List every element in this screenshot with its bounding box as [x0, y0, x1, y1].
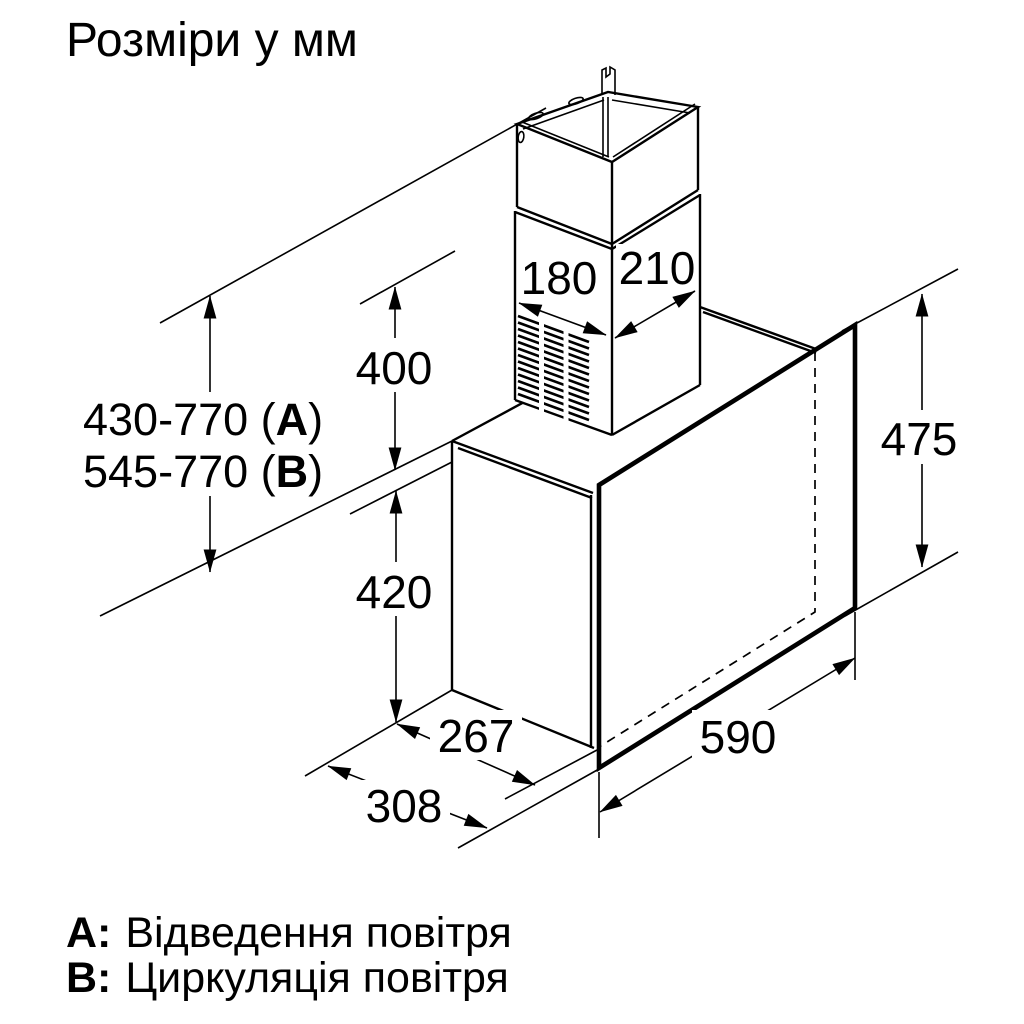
dim-label-body-depth: 267	[438, 710, 515, 762]
dim-label-duct-depth: 180	[521, 252, 598, 304]
dim-label-body-height: 420	[356, 566, 433, 618]
dim-label-height-range-b: 545-770 (B)	[83, 446, 323, 497]
dim-glass-height: 475	[841, 268, 962, 617]
label-bg-flue-height	[350, 338, 438, 392]
dim-label-duct-width: 210	[619, 242, 696, 294]
label-bg-duct-depth	[518, 254, 600, 300]
label-bg-duct-width	[616, 244, 698, 290]
flue-base-right-edge	[611, 383, 701, 437]
label-bg-body-height	[350, 562, 438, 616]
dim-height-range: 430-770 (A) 545-770 (B)	[76, 107, 547, 617]
legend-line-exhaust: A:Відведення повітря	[66, 909, 512, 957]
ext-line-glass-bottom	[844, 551, 959, 617]
wall-bracket-tab	[601, 65, 616, 95]
flue-rim-inner-front-right	[612, 103, 696, 158]
label-bg-glass-height	[876, 410, 962, 464]
rim-slot-2	[568, 96, 584, 106]
dim-hood-width: 590	[598, 612, 856, 838]
legend-line-recirculation: B:Циркуляція повітря	[66, 954, 509, 1002]
label-bg-hood-width	[692, 710, 784, 762]
dim-body-depth: 267	[396, 710, 598, 800]
body-top-left-edge-inner	[457, 446, 593, 500]
flue-rim-inner-back-left	[522, 99, 605, 130]
label-bg-height-range	[76, 392, 338, 496]
dim-label-height-range-a: 430-770 (A)	[83, 394, 323, 445]
flue-joint-left-a	[516, 205, 613, 246]
body-top-right-edge-inner	[702, 310, 817, 355]
flue-rim-inner-front-left	[521, 121, 610, 158]
dim-label-hood-width: 590	[700, 711, 777, 763]
dim-line-duct-width	[614, 290, 696, 339]
dim-duct-depth: 180	[518, 252, 607, 336]
ext-line-glass-bottom-left	[457, 768, 600, 849]
ext-line-body-top-front	[349, 461, 453, 515]
page-title: Розміри у мм	[66, 14, 358, 67]
ext-line-flue-joint	[359, 250, 456, 305]
ext-line-body-front-bottom	[504, 749, 598, 800]
dim-total-depth: 308	[327, 765, 600, 849]
body-bottom-left-edge	[451, 688, 595, 750]
legend: A:Відведення повітря B:Циркуляція повітр…	[66, 909, 512, 1002]
ext-line-body-bottom	[304, 689, 453, 777]
glass-panel	[596, 320, 858, 773]
flue-joint-right-a	[611, 188, 699, 246]
dim-label-total-depth: 308	[366, 780, 443, 832]
label-bg-body-depth	[430, 710, 522, 760]
flue-rim-inner-back-right	[611, 99, 691, 114]
label-bg-total-depth	[358, 780, 450, 830]
body-top-left-edge	[451, 439, 594, 495]
dim-body-height: 420	[304, 461, 453, 777]
ext-line-glass-top	[841, 268, 959, 332]
ext-line-flue-top	[159, 107, 547, 324]
flue-joint-left-b	[514, 210, 613, 251]
dim-label-flue-height: 400	[356, 342, 433, 394]
dim-flue-height: 400	[350, 250, 456, 471]
dim-label-glass-height: 475	[881, 413, 958, 465]
body-top-right-edge	[699, 305, 817, 351]
dim-duct-width: 210	[614, 242, 698, 339]
dim-line-duct-depth	[518, 302, 607, 336]
flue-joint-right-b	[611, 193, 701, 251]
side-slot	[517, 130, 525, 144]
hidden-body-edges	[598, 352, 816, 748]
